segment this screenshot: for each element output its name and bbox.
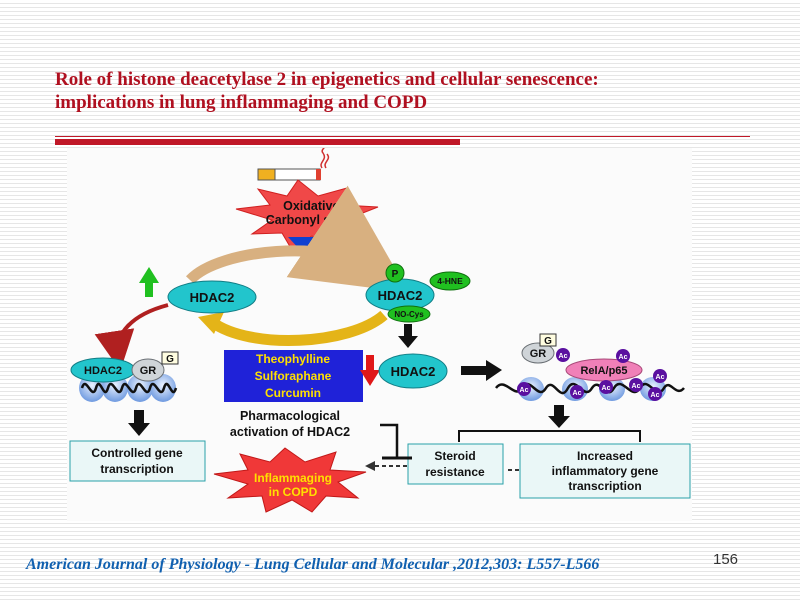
slide-number: 156 bbox=[713, 551, 739, 568]
controlled-transcription-arrow bbox=[128, 410, 150, 436]
acetyl-label: Ac bbox=[651, 392, 660, 399]
rela-label: RelA/p65 bbox=[580, 365, 627, 377]
hdac2-to-gr-arrow bbox=[94, 303, 169, 371]
nocys-label: NO-Cys bbox=[394, 310, 424, 319]
ligand-label-right: G bbox=[544, 336, 552, 347]
gr-bound-label: GR bbox=[140, 365, 157, 377]
ligand-label: G bbox=[166, 354, 174, 365]
inhibition-bar bbox=[380, 423, 399, 458]
hdac2-reduced-label: HDAC2 bbox=[391, 364, 436, 379]
acetyl-mark: Ac bbox=[556, 348, 570, 362]
gr-bound bbox=[131, 358, 165, 382]
title-line-2: implications in lung inflammaging and CO… bbox=[55, 92, 428, 113]
outcome-bracket bbox=[458, 430, 641, 442]
inflammaging-burst: Inflammaging in COPD bbox=[213, 447, 367, 513]
acetyl-label: Ac bbox=[656, 374, 665, 381]
increased-label-1: Increased bbox=[577, 449, 633, 463]
increased-label-2: inflammatory gene bbox=[552, 464, 659, 478]
acetyl-mark: Ac bbox=[616, 349, 630, 363]
title-line-1: Role of histone deacetylase 2 in epigene… bbox=[55, 69, 599, 90]
increased-label-3: transcription bbox=[568, 479, 641, 493]
title-rule-thick bbox=[55, 139, 460, 145]
acetyl-mark: Ac bbox=[517, 382, 531, 396]
inflammaging-label-2: in COPD bbox=[269, 485, 318, 499]
acetyl-label: Ac bbox=[602, 385, 611, 392]
nocys-badge bbox=[387, 305, 431, 323]
phospho-label: P bbox=[392, 269, 399, 280]
acetyl-mark: Ac bbox=[653, 369, 667, 383]
controlled-transcription-box bbox=[69, 440, 206, 482]
hne-badge bbox=[429, 271, 471, 291]
inflammatory-transcription-box bbox=[519, 443, 691, 499]
hdac2-diagram-svg: Oxidative/ Carbonyl stress HDAC2 HDAC2 P… bbox=[69, 145, 691, 513]
drug-sulforaphane: Sulforaphane bbox=[255, 369, 332, 383]
steroid-label-1: Steroid bbox=[434, 449, 475, 463]
acetyl-label: Ac bbox=[573, 390, 582, 397]
hdac2-gr-complex: HDAC2 GR G bbox=[70, 351, 179, 402]
hne-label: 4-HNE bbox=[437, 276, 463, 286]
steroid-label-2: resistance bbox=[425, 465, 485, 479]
gr-free bbox=[521, 342, 555, 364]
title-rule-thin bbox=[55, 136, 750, 137]
ligand-badge bbox=[161, 351, 179, 365]
increase-arrow-icon bbox=[139, 267, 159, 297]
slide-title: Role of histone deacetylase 2 in epigene… bbox=[55, 68, 755, 114]
left-dna-strand bbox=[80, 382, 178, 394]
ligand-badge-right bbox=[539, 333, 557, 347]
hdac2-figure: Oxidative/ Carbonyl stress HDAC2 HDAC2 P… bbox=[67, 145, 692, 521]
steroid-resistance-box bbox=[407, 443, 504, 485]
acetyl-mark: Ac bbox=[648, 387, 662, 401]
pharm-label-1: Pharmacological bbox=[240, 409, 340, 423]
pharm-label-2: activation of HDAC2 bbox=[230, 425, 350, 439]
acetyl-label: Ac bbox=[619, 354, 628, 361]
decrease-arrow-icon bbox=[360, 355, 380, 386]
inflammaging-label-1: Inflammaging bbox=[254, 471, 332, 485]
acetyl-mark: Ac bbox=[629, 378, 643, 392]
acetyl-label: Ac bbox=[632, 383, 641, 390]
drug-theophylline: Theophylline bbox=[256, 352, 330, 366]
controlled-label-1: Controlled gene bbox=[91, 446, 183, 460]
rela-acetylated-chromatin: GR G RelA/p65 Ac Ac Ac Ac Ac Ac Ac Ac bbox=[495, 333, 685, 401]
steroid-to-inflammaging-head bbox=[365, 461, 375, 471]
cigarette-icon bbox=[257, 145, 330, 181]
hdac2-modified-label: HDAC2 bbox=[378, 288, 423, 303]
drug-box bbox=[224, 350, 363, 402]
inflammatory-transcription-arrow bbox=[548, 405, 570, 428]
inflammaging-starburst-shape bbox=[213, 447, 367, 513]
acetyl-label: Ac bbox=[559, 353, 568, 360]
hdac2-bound-label: HDAC2 bbox=[84, 365, 122, 377]
stress-label-2: Carbonyl stress bbox=[266, 213, 361, 227]
hdac2-to-rela-arrow bbox=[461, 360, 502, 381]
hdac2-active bbox=[167, 280, 257, 314]
reactivation-arrowhead bbox=[198, 312, 224, 334]
reactivation-arc-arrow bbox=[208, 310, 388, 346]
acetyl-mark: Ac bbox=[570, 385, 584, 399]
acetyl-label: Ac bbox=[520, 387, 529, 394]
modification-arc-arrow bbox=[185, 185, 409, 293]
citation: American Journal of Physiology - Lung Ce… bbox=[26, 556, 600, 573]
phospho-badge bbox=[385, 263, 405, 283]
hdac2-reduced bbox=[378, 353, 448, 389]
acetyl-mark: Ac bbox=[599, 380, 613, 394]
controlled-label-2: transcription bbox=[100, 462, 173, 476]
degradation-arrow bbox=[398, 324, 418, 348]
hdac2-active-label: HDAC2 bbox=[190, 290, 235, 305]
stress-label-1: Oxidative/ bbox=[283, 199, 343, 213]
drug-curcumin: Curcumin bbox=[265, 386, 321, 400]
gr-free-label: GR bbox=[530, 348, 547, 360]
